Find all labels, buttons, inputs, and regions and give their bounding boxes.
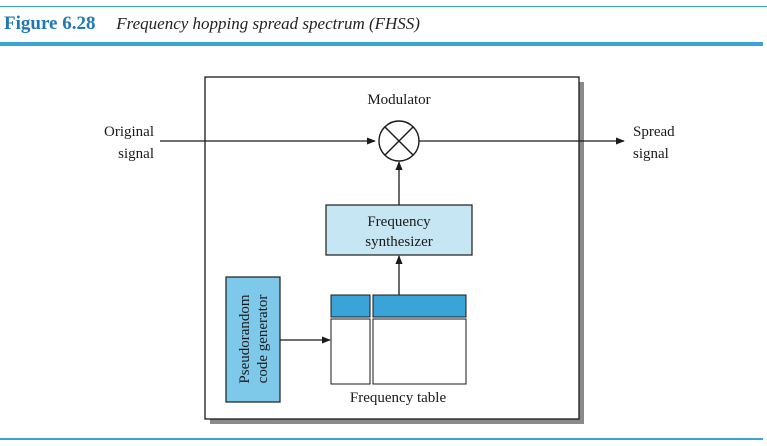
output-label-line2: signal (633, 146, 669, 162)
synthesizer-label-line2: synthesizer (365, 234, 432, 250)
input-label-line2: signal (118, 146, 154, 162)
top-rule (0, 6, 767, 7)
figure-number: Figure 6.28 (4, 13, 96, 34)
synthesizer-label-line1: Frequency (367, 214, 431, 230)
prng-label-line1: Pseudorandom (237, 294, 253, 383)
figure-caption: Figure 6.28 Frequency hopping spread spe… (4, 13, 420, 35)
input-label-line1: Original (104, 124, 154, 140)
prng-label: Pseudorandom code generator (237, 294, 271, 383)
prng-box (225, 276, 281, 403)
caption-rule (0, 42, 763, 46)
bottom-rule (0, 438, 763, 440)
modulator-label: Modulator (367, 92, 430, 108)
frequency-table-label: Frequency table (350, 390, 447, 406)
output-label-line1: Spread (633, 124, 675, 140)
frequency-table (330, 294, 467, 385)
figure-title: Frequency hopping spread spectrum (FHSS) (116, 14, 420, 33)
prng-label-line2: code generator (255, 295, 271, 384)
multiply-circle-icon (378, 120, 420, 162)
frequency-synthesizer-box (325, 204, 473, 256)
